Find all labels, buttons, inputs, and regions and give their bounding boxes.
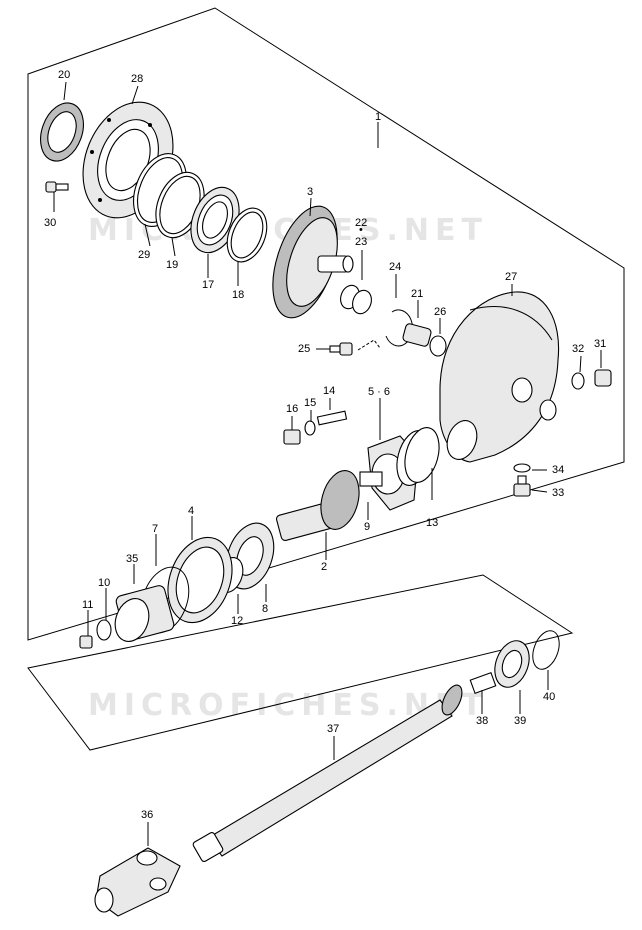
callout-7: 7 (152, 523, 158, 535)
callout-37: 37 (327, 723, 339, 735)
part-14-stud (316, 410, 348, 426)
callout-25: 25 (298, 343, 310, 355)
part-25-leader (357, 339, 381, 351)
callout-28: 28 (131, 73, 143, 85)
part-35-coupling (114, 585, 175, 642)
callout-19: 19 (166, 259, 178, 271)
callout-1: 1 (375, 111, 381, 123)
callout-39: 39 (514, 715, 526, 727)
callout-labels: 1 2 3 4 5 · 6 7 8 9 10 11 12 13 14 15 16… (44, 69, 606, 821)
callout-4: 4 (188, 505, 194, 517)
callout-2: 2 (321, 561, 327, 573)
callout-30: 30 (44, 217, 56, 229)
shaft-group-outline (27, 574, 574, 751)
part-33-bolt (513, 475, 531, 497)
callout-5-6: 5 · 6 (368, 386, 390, 398)
callout-20: 20 (58, 69, 70, 81)
part-11-bolt (79, 635, 93, 649)
callout-38: 38 (476, 715, 488, 727)
part-26-ring (429, 335, 447, 357)
part-37-shaft (192, 684, 463, 862)
part-23-shim (340, 284, 372, 315)
callout-34: 34 (552, 464, 564, 476)
part-2-pinion (276, 470, 360, 541)
callout-31: 31 (594, 338, 606, 350)
part-13-shims (396, 427, 440, 486)
callout-22-dot: • (359, 224, 363, 236)
part-18-shim (226, 207, 268, 263)
part-34-washer (513, 463, 531, 473)
part-3-ring-gear (272, 205, 354, 319)
callout-36: 36 (141, 809, 153, 821)
callout-18: 18 (232, 289, 244, 301)
part-40-circlip (532, 630, 560, 670)
part-27-gear-case (439, 291, 560, 463)
callout-9: 9 (364, 521, 370, 533)
part-39-bushing (494, 640, 530, 688)
callout-10: 10 (98, 577, 110, 589)
part-21-bearing (402, 323, 432, 347)
part-30-bolt (45, 181, 69, 193)
assembly-outline (27, 7, 625, 641)
part-36-universal-joint (94, 847, 181, 917)
callout-27: 27 (505, 271, 517, 283)
callout-24: 24 (389, 261, 401, 273)
part-25-bolt (329, 342, 353, 356)
callout-16: 16 (286, 403, 298, 415)
part-20-oil-seal (40, 102, 84, 162)
callout-26: 26 (434, 306, 446, 318)
part-31-plug (594, 369, 612, 387)
callout-15: 15 (304, 397, 316, 409)
callout-33: 33 (552, 487, 564, 499)
callout-23: 23 (355, 236, 367, 248)
callout-35: 35 (126, 553, 138, 565)
callout-32: 32 (572, 343, 584, 355)
callout-22: 22 (355, 217, 367, 229)
callout-17: 17 (202, 279, 214, 291)
callout-29: 29 (138, 249, 150, 261)
callout-11: 11 (82, 599, 93, 611)
part-17-bearing (190, 186, 240, 254)
callout-13: 13 (426, 517, 438, 529)
callout-8: 8 (262, 603, 268, 615)
part-38-spring (469, 671, 497, 695)
part-16-nut (283, 429, 301, 445)
callout-40: 40 (543, 691, 555, 703)
part-10-washer (96, 619, 112, 641)
callout-3: 3 (307, 186, 313, 198)
callout-14: 14 (323, 385, 335, 397)
leader-lines (53, 81, 602, 846)
part-32-washer (571, 372, 585, 390)
part-15-washer (304, 420, 316, 436)
callout-12: 12 (231, 615, 243, 627)
callout-21: 21 (411, 288, 423, 300)
